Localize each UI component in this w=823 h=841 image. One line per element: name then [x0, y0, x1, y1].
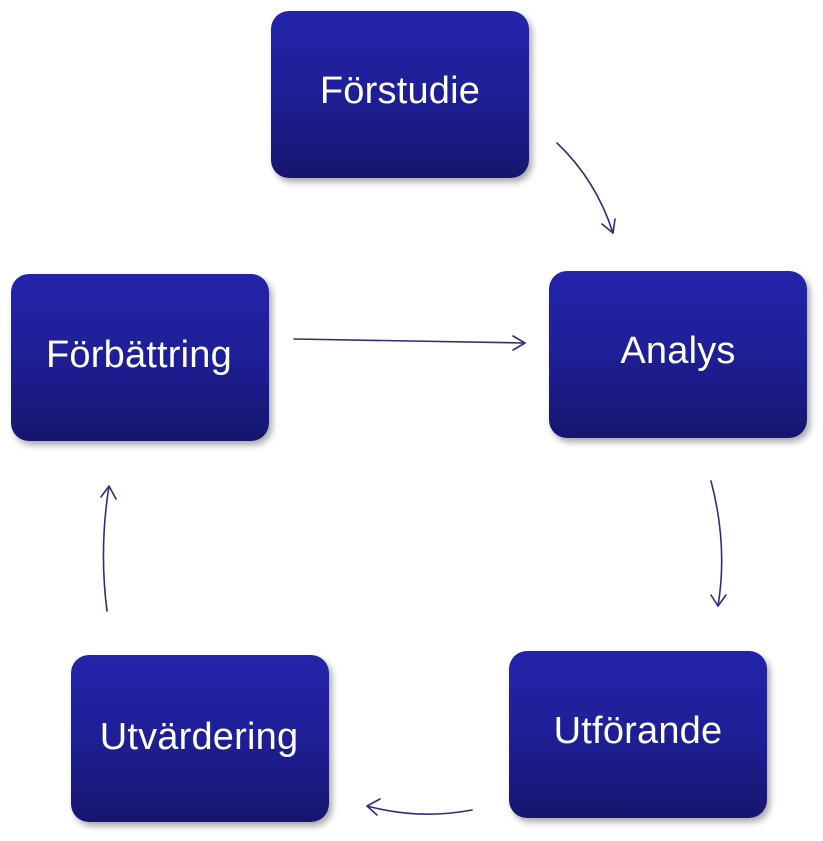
node-label-utvardering: Utvärdering [99, 716, 299, 758]
node-label-utforande: Utförande [553, 710, 723, 752]
node-utforande: Utförande [509, 651, 767, 818]
arrow-utforande-to-utvardering [366, 798, 473, 816]
node-analys: Analys [549, 271, 807, 438]
node-forstudie: Förstudie [271, 11, 529, 178]
node-label-forbattring: Förbättring [46, 334, 232, 376]
node-label-analys: Analys [620, 330, 736, 372]
arrow-forbattring-to-analys [293, 335, 526, 351]
node-utvardering: Utvärdering [71, 655, 329, 822]
arrow-forstudie-to-analys [556, 142, 616, 234]
node-forbattring: Förbättring [11, 274, 269, 441]
arrow-analys-to-utforande [710, 480, 727, 607]
node-label-forstudie: Förstudie [319, 70, 481, 112]
arrow-utvardering-to-forbattring [100, 485, 117, 612]
